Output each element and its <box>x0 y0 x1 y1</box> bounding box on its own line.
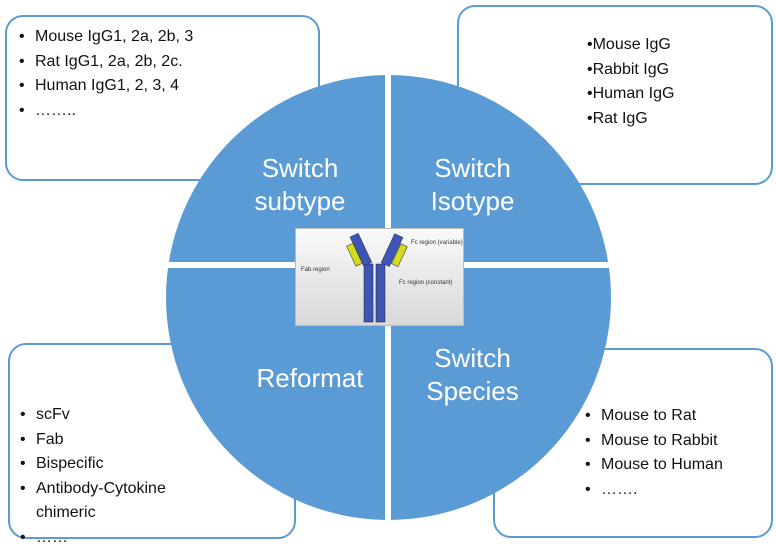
quadrant-title-reformat: Reformat <box>256 363 364 393</box>
list-item: Mouse IgG1, 2a, 2b, 3 <box>15 25 318 50</box>
list-item: Bispecific <box>16 452 206 477</box>
list-item: …… <box>16 526 206 550</box>
fc-constant-label: Fc region (constant) <box>399 280 452 286</box>
antibody-diagram: Fab region Fc region (variable) Fc regio… <box>295 228 464 326</box>
list-item: Mouse to Human <box>581 453 771 478</box>
antibody-icon: Fab region Fc region (variable) Fc regio… <box>301 232 463 323</box>
list-item: Fab <box>16 428 206 453</box>
list-item: Human IgG1, 2, 3, 4 <box>15 74 318 99</box>
list-item: Mouse to Rabbit <box>581 429 771 454</box>
list-item: …….. <box>15 99 318 124</box>
list-item: •Rabbit IgG <box>587 60 670 78</box>
fab-label: Fab region <box>301 267 330 273</box>
list-item: ……. <box>581 478 771 503</box>
subtype-box: Mouse IgG1, 2a, 2b, 3 Rat IgG1, 2a, 2b, … <box>5 15 320 181</box>
fc-variable-label: Fc region (variable) <box>411 240 463 246</box>
list-item: •Human IgG <box>587 85 675 102</box>
list-item: Mouse to Rat <box>581 404 771 429</box>
list-item: Antibody-Cytokine chimeric <box>16 477 206 526</box>
list-item: Rat IgG1, 2a, 2b, 2c. <box>15 50 318 75</box>
list-item: scFv <box>16 403 206 428</box>
list-item: •Rat IgG <box>587 109 648 127</box>
list-item: •Mouse IgG <box>587 36 671 53</box>
